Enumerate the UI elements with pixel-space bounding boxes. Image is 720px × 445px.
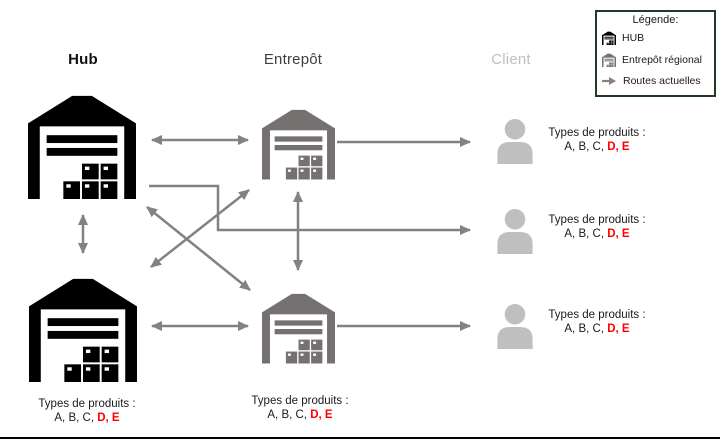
column-header-hub: Hub <box>68 51 98 68</box>
hub-warehouse-icon <box>602 31 616 45</box>
legend-box: Légende: HUB Entrepôt régional Routes ac… <box>595 10 716 97</box>
product-types-label-hub: Types de produits : A, B, C, D, E <box>28 397 146 425</box>
route-arrow-icon <box>602 77 616 86</box>
legend-item-entrepot-regional: Entrepôt régional <box>602 49 709 71</box>
product-types-values: A, B, C, D, E <box>242 408 358 422</box>
product-types-highlight: D, E <box>607 323 630 335</box>
legend-item-label: Entrepôt régional <box>622 53 702 66</box>
product-types-values: A, B, C, D, E <box>541 140 653 154</box>
route-hub2-entrepot1-diagonal <box>150 189 250 268</box>
product-types-label-client-1: Types de produits : A, B, C, D, E <box>541 126 653 154</box>
route-hub1-client2-elbow <box>149 184 471 235</box>
product-types-highlight: D, E <box>97 412 120 424</box>
product-types-highlight: D, E <box>607 141 630 153</box>
hub-warehouse-icon-top <box>28 90 136 200</box>
product-types-title: Types de produits : <box>251 395 349 407</box>
legend-item-routes-actuelles: Routes actuelles <box>602 70 709 92</box>
product-types-base: A, B, C, <box>564 228 608 240</box>
hub-warehouse-icon-bottom <box>29 273 137 383</box>
product-types-highlight: D, E <box>310 409 333 421</box>
product-types-title: Types de produits : <box>38 398 136 410</box>
legend-item-hub: HUB <box>602 27 709 49</box>
slide-bottom-border <box>0 437 720 439</box>
product-types-values: A, B, C, D, E <box>541 227 653 241</box>
product-types-label-client-2: Types de produits : A, B, C, D, E <box>541 213 653 241</box>
regional-warehouse-icon-top <box>262 104 335 182</box>
legend-item-label: HUB <box>622 31 645 44</box>
product-types-base: A, B, C, <box>54 412 98 424</box>
product-types-highlight: D, E <box>607 228 630 240</box>
client-person-icon-3 <box>490 303 540 349</box>
product-types-label-entrepot: Types de produits : A, B, C, D, E <box>242 394 358 422</box>
product-types-base: A, B, C, <box>564 141 608 153</box>
client-person-icon-1 <box>490 118 540 164</box>
column-header-entrepot: Entrepôt <box>263 51 323 68</box>
product-types-base: A, B, C, <box>267 409 311 421</box>
product-types-values: A, B, C, D, E <box>28 411 146 425</box>
product-types-title: Types de produits : <box>548 127 646 139</box>
route-hub1-entrepot2-diagonal <box>146 206 251 291</box>
regional-warehouse-icon <box>602 53 616 67</box>
product-types-title: Types de produits : <box>548 309 646 321</box>
regional-warehouse-icon-bottom <box>262 288 335 366</box>
client-person-icon-2 <box>490 208 540 254</box>
product-types-values: A, B, C, D, E <box>541 322 653 336</box>
legend-title: Légende: <box>632 14 679 26</box>
column-header-client: Client <box>491 51 531 68</box>
product-types-label-client-3: Types de produits : A, B, C, D, E <box>541 308 653 336</box>
product-types-base: A, B, C, <box>564 323 608 335</box>
legend-item-label: Routes actuelles <box>623 75 701 88</box>
product-types-title: Types de produits : <box>548 214 646 226</box>
